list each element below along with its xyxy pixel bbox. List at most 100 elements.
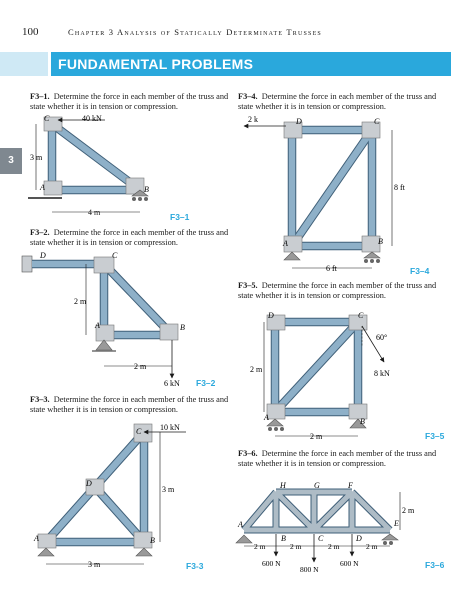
load-label: 600 N (340, 559, 359, 568)
node-label-c: C (112, 251, 118, 260)
figure-f3-3: C D A B 10 kN 3 m 3 m (33, 423, 186, 569)
pin-support (135, 547, 153, 557)
dimension-height: 8 ft (394, 183, 406, 192)
node-label-e: E (393, 519, 399, 528)
chapter-tab: 3 (0, 148, 22, 174)
dimension-width: 4 m (88, 208, 101, 217)
node-label-a: A (94, 321, 100, 330)
node-label-b: B (378, 237, 383, 246)
gusset-plate (93, 256, 115, 274)
roller (376, 259, 380, 263)
pin-support (349, 418, 367, 429)
gusset-plate (133, 531, 153, 549)
node-label-d: D (85, 479, 92, 488)
gusset-plate (283, 235, 303, 253)
roller (268, 427, 272, 431)
dimension-width: 2 m (310, 432, 323, 441)
problem-f3-4: F3–4. Determine the force in each member… (238, 92, 437, 112)
load-label: 10 kN (160, 423, 180, 432)
load-arrow (361, 325, 385, 363)
roller-support (363, 251, 381, 259)
pin-support (95, 339, 113, 351)
figure-label-f3-2: F3–2 (196, 378, 216, 388)
node-label-b: B (281, 534, 286, 543)
problem-f3-6: F3–6. Determine the force in each member… (238, 449, 437, 469)
roller (364, 259, 368, 263)
gusset-plate (133, 423, 153, 443)
node-label-a: A (39, 183, 45, 192)
node-label-b: B (150, 536, 155, 545)
node-label-b: B (180, 323, 185, 332)
title-band-left (0, 52, 48, 76)
figure-f3-6: H G F A B C D E 2 m 2 m 2 m 2 m 2 m 600 … (235, 481, 415, 574)
load-label: 6 kN (164, 379, 180, 388)
load-label: 800 N (300, 565, 319, 574)
gusset-plate (266, 314, 286, 331)
gusset-plate (266, 403, 286, 420)
dimension-width: 6 ft (326, 264, 338, 273)
node-label-d: D (355, 534, 362, 543)
running-head: Chapter 3 Analysis of Statically Determi… (68, 27, 322, 37)
gusset-plate (37, 533, 57, 549)
roller-support (381, 533, 399, 541)
problem-f3-3: F3–3. Determine the force in each member… (30, 395, 229, 415)
problem-f3-5: F3–5. Determine the force in each member… (238, 281, 437, 301)
node-label-c: C (136, 427, 142, 436)
pin-support (37, 547, 55, 557)
node-label-a: A (282, 239, 288, 248)
figure-label-f3-4: F3–4 (410, 266, 430, 276)
dimension-height: 2 m (250, 365, 263, 374)
node-label-h: H (279, 481, 287, 490)
span-dimension: 2 m (366, 542, 378, 551)
roller (383, 541, 387, 545)
dimension-height: 2 m (402, 506, 415, 515)
page-number: 100 (22, 26, 39, 38)
node-label-b: B (360, 417, 365, 426)
node-label-d: D (39, 251, 46, 260)
gusset-plate (43, 116, 63, 132)
figure-label-f3-1: F3–1 (170, 212, 190, 222)
figure-f3-1: C A B 40 kN 3 m 4 m (28, 114, 149, 217)
node-label-c: C (374, 117, 380, 126)
roller (370, 259, 374, 263)
roller (389, 541, 393, 545)
node-label-d: D (295, 117, 302, 126)
node-label-a: A (263, 413, 269, 422)
angle-label: 60° (376, 333, 387, 342)
dimension-height: 3 m (30, 153, 43, 162)
problem-f3-1: F3–1. Determine the force in each member… (30, 92, 229, 112)
pin-support (235, 534, 253, 544)
dimension-height: 2 m (74, 297, 87, 306)
node-label-c: C (318, 534, 324, 543)
dimension-width: 2 m (134, 362, 147, 371)
figure-f3-2: D C A B 2 m 2 m 6 kN (21, 251, 185, 388)
wall-support (21, 255, 33, 273)
node-label-g: G (314, 481, 320, 490)
figure-f3-4: D C A B 2 k 8 ft 6 ft (243, 115, 406, 273)
load-label: 2 k (248, 115, 258, 124)
gusset-plate (361, 235, 381, 253)
node-label-c: C (44, 114, 50, 123)
figure-f3-5: D C A B 60° 8 kN 2 m 2 m (250, 311, 390, 441)
span-dimension: 2 m (290, 542, 302, 551)
roller-support (266, 418, 284, 427)
gusset-plate (361, 121, 381, 139)
load-label: 8 kN (374, 369, 390, 378)
gusset-plate (283, 121, 303, 139)
span-dimension: 2 m (254, 542, 266, 551)
figure-label-f3-5: F3–5 (425, 431, 445, 441)
node-label-a: A (33, 534, 39, 543)
section-title: FUNDAMENTAL PROBLEMS (58, 56, 254, 72)
roller (144, 197, 148, 201)
roller (138, 197, 142, 201)
pin-support (283, 251, 301, 261)
title-band (51, 52, 451, 76)
dimension-width: 3 m (88, 560, 101, 569)
node-label-d: D (267, 311, 274, 320)
gusset-plate (85, 478, 105, 496)
roller (132, 197, 136, 201)
load-label: 40 kN (82, 114, 102, 123)
figure-label-f3-6: F3–6 (425, 560, 445, 570)
node-label-f: F (347, 481, 353, 490)
